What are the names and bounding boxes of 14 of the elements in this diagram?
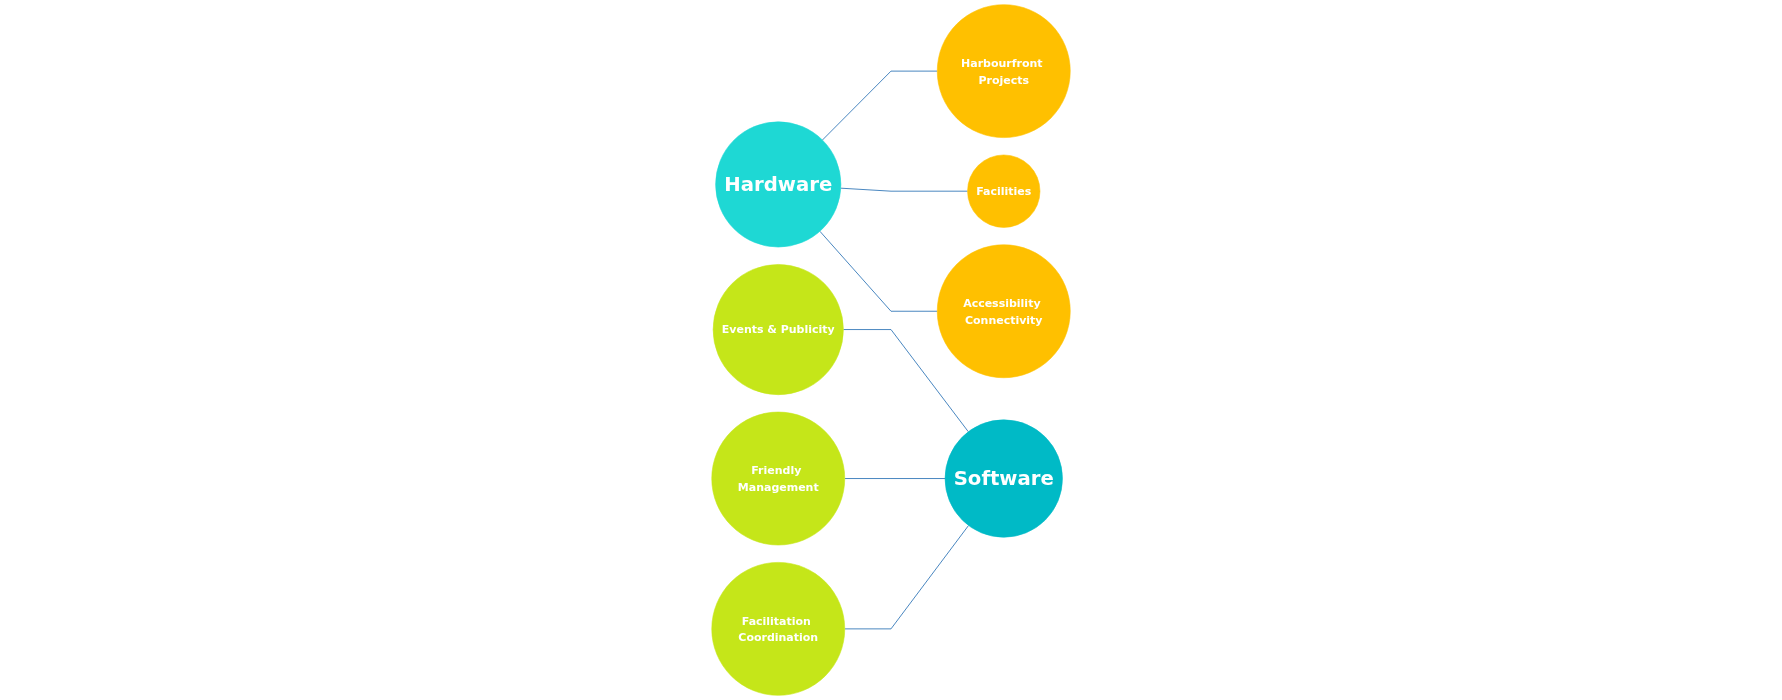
node-circle: Events & Publicity (712, 264, 844, 395)
node-circle: Accessibility Connectivity (936, 244, 1071, 379)
connector (840, 187, 968, 192)
connector (844, 525, 969, 630)
node-circle: Facilities (967, 154, 1041, 228)
node-circle: Friendly Management (711, 411, 846, 546)
connector (819, 230, 938, 312)
connector (822, 70, 938, 141)
connector (842, 329, 969, 433)
node-circle: Hardware (715, 121, 842, 248)
node-circle: Software (944, 419, 1063, 538)
node-circle: Facilitation Coordination (711, 562, 846, 696)
connector (844, 478, 946, 479)
node-circle: Harbourfront Projects (936, 4, 1071, 138)
